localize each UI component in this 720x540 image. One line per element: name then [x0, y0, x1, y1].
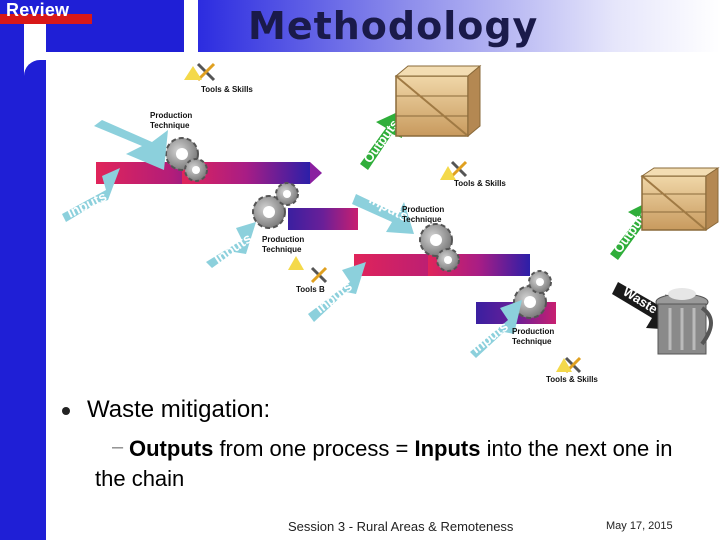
- tools-skills-label-partial: Tools B: [296, 285, 325, 294]
- process-chain-diagram: Inputs Inputs Inputs Inputs Inputs Input…: [62, 62, 720, 384]
- sub-bullet-mid: from one process =: [213, 436, 415, 461]
- bullet-point: [62, 407, 70, 415]
- inputs-label: Inputs: [64, 188, 109, 221]
- outputs-emphasis: Outputs: [129, 436, 214, 461]
- crate-icon: [640, 167, 720, 231]
- warning-triangle-icon: [184, 66, 202, 80]
- warning-triangle-icon: [556, 358, 572, 372]
- gear-icon: [419, 223, 460, 272]
- left-bar: [0, 0, 46, 540]
- inputs-label: Inputs: [211, 230, 255, 267]
- gear-icon: [513, 270, 552, 319]
- tools-icon: [196, 62, 216, 82]
- slide-title: Methodology: [248, 4, 539, 48]
- review-badge-label: Review: [6, 0, 70, 20]
- gear-icon: [165, 137, 208, 182]
- production-technique-label-line2: Technique: [402, 215, 442, 224]
- review-badge: Review: [0, 0, 92, 24]
- production-technique-label-line1: Production: [262, 235, 304, 244]
- sub-bullet-dash: –: [112, 436, 124, 458]
- production-technique-label-line2: Technique: [150, 121, 190, 130]
- production-technique-label-line2: Technique: [512, 337, 552, 346]
- trash-can-icon: [655, 288, 713, 355]
- footer-session: Session 3 - Rural Areas & Remoteness: [288, 519, 514, 534]
- inputs-arrow: Inputs: [62, 168, 120, 222]
- sub-bullet-end: into the next one in the chain: [95, 436, 673, 491]
- production-technique-label-line1: Production: [402, 205, 444, 214]
- waste-label: Waste: [620, 284, 660, 317]
- tools-skills-label: Tools & Skills: [201, 85, 253, 94]
- production-technique-label-line2: Technique: [262, 245, 302, 254]
- warning-triangle-icon: [288, 256, 304, 270]
- review-badge-stripe: [0, 14, 92, 24]
- production-technique-label-line1: Production: [512, 327, 554, 336]
- tools-icon: [310, 266, 328, 284]
- warning-triangle-icon: [440, 166, 456, 180]
- tools-icon: [450, 160, 468, 178]
- header-gradient: [198, 0, 720, 52]
- header-gap: [184, 0, 198, 52]
- crate-icon: [394, 64, 482, 138]
- bullet-text: Waste mitigation:: [87, 396, 271, 423]
- production-technique-label-line1: Production: [150, 111, 192, 120]
- inputs-emphasis: Inputs: [414, 436, 481, 461]
- tools-skills-label: Tools & Skills: [546, 375, 598, 384]
- sub-bullet-text: Outputs from one process = Inputs into t…: [95, 434, 685, 494]
- inputs-arrow: Inputs: [206, 222, 256, 268]
- inputs-label: Inputs: [312, 278, 355, 317]
- footer-date: May 17, 2015: [606, 520, 673, 532]
- tools-skills-label: Tools & Skills: [454, 179, 506, 188]
- left-bar-curve: [24, 60, 46, 76]
- gear-icon: [252, 182, 299, 229]
- flow-band-1: [96, 162, 322, 184]
